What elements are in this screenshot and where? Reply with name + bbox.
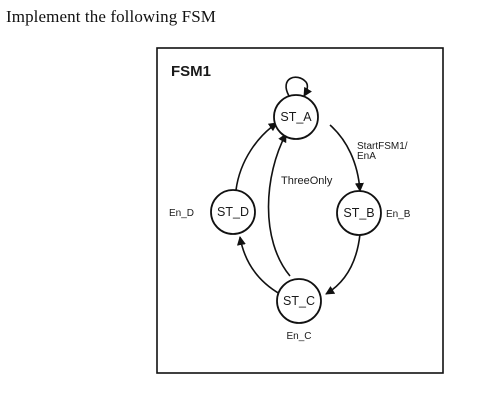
transition-a-to-b-condition: StartFSM1/ — [357, 141, 408, 152]
diagram-frame — [156, 47, 444, 374]
transition-a-to-b-action: EnA — [357, 151, 376, 162]
output-en-c: En_C — [286, 331, 311, 342]
state-st-c-label: ST_C — [283, 294, 315, 308]
transition-c-to-d — [236, 236, 281, 295]
diagram-title: FSM1 — [171, 63, 211, 80]
state-st-b: ST_B — [336, 190, 382, 236]
state-st-a: ST_A — [273, 94, 319, 140]
state-st-c: ST_C — [276, 278, 322, 324]
transition-b-to-c — [325, 233, 361, 295]
self-loop-st-a — [285, 76, 312, 97]
state-st-b-label: ST_B — [343, 206, 374, 220]
output-en-d: En_D — [169, 208, 194, 219]
state-st-a-label: ST_A — [280, 110, 312, 124]
output-en-b: En_B — [386, 209, 411, 220]
transition-d-to-a — [235, 122, 278, 191]
transition-c-to-a — [267, 133, 291, 277]
transition-a-to-b — [329, 124, 364, 192]
state-st-d-label: ST_D — [217, 205, 249, 219]
page-heading: Implement the following FSM — [6, 7, 216, 26]
transition-c-to-a-condition: ThreeOnly — [281, 175, 333, 187]
state-st-d: ST_D — [210, 189, 256, 235]
